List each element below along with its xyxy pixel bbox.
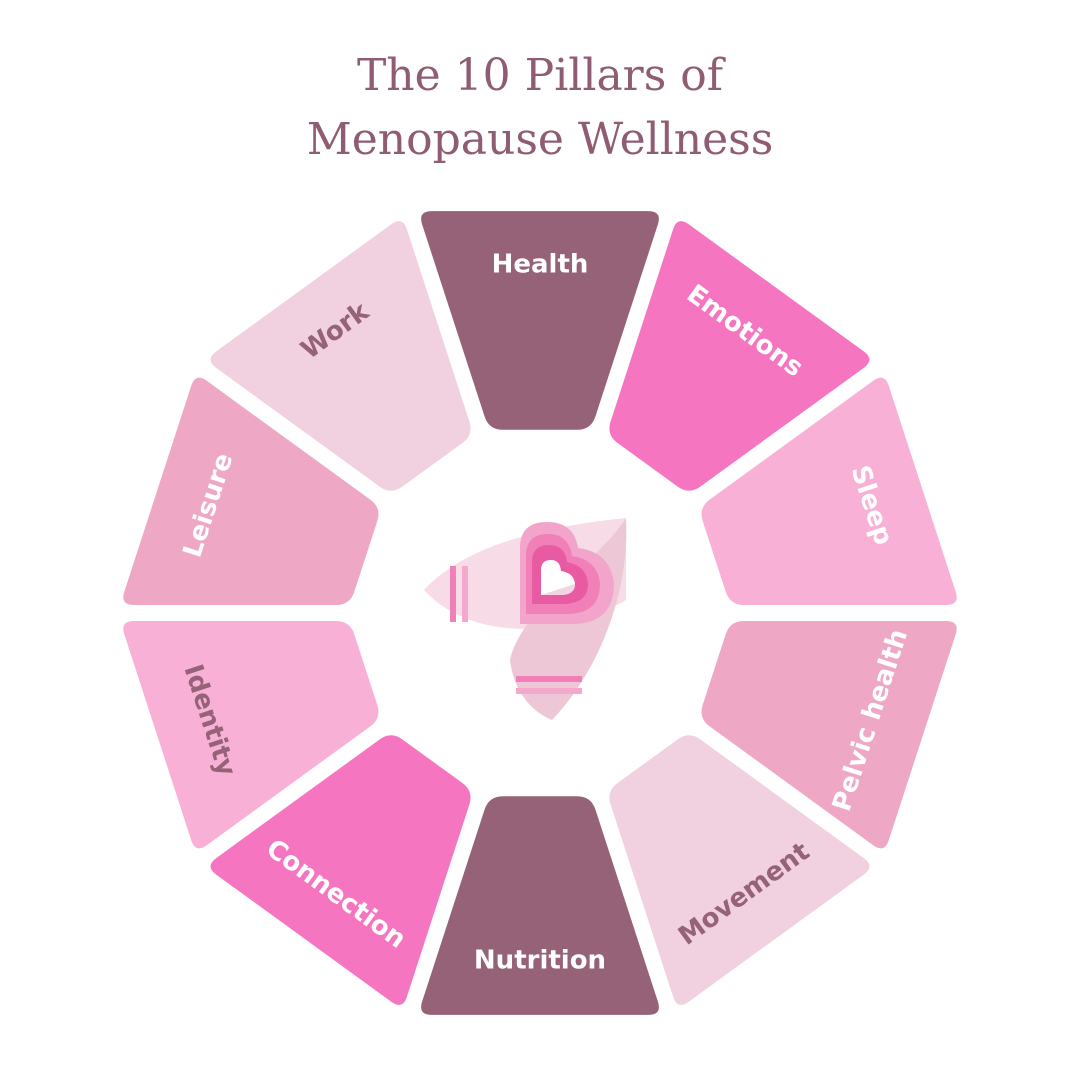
logo-stripe-3 [516,676,582,682]
page-title: The 10 Pillars of Menopause Wellness [0,44,1080,172]
logo-stripe-4 [516,688,582,694]
pillar-segment-sleep [701,377,957,605]
heart-logo-icon [424,518,627,720]
pillar-label-nutrition: Nutrition [474,946,606,976]
logo-heart-core-shade [541,584,575,595]
title-line-2: Menopause Wellness [306,114,774,165]
pillar-segment-movement [609,735,870,1005]
logo-heart-core [541,560,575,595]
title-line-1: The 10 Pillars of [356,50,724,101]
pillar-label-health: Health [492,250,589,280]
pillar-segment-pelvic-health [701,621,957,849]
pillar-segment-health [421,211,659,430]
pillar-segment-nutrition [421,796,659,1015]
pillar-segment-identity [123,621,379,849]
logo-stripe-1 [450,566,456,622]
pillar-segment-leisure [123,377,379,605]
pillar-segment-work [210,221,471,491]
logo-stripe-2 [462,566,468,622]
pillar-segment-emotions [609,221,870,491]
pillar-segment-connection [210,735,471,1005]
